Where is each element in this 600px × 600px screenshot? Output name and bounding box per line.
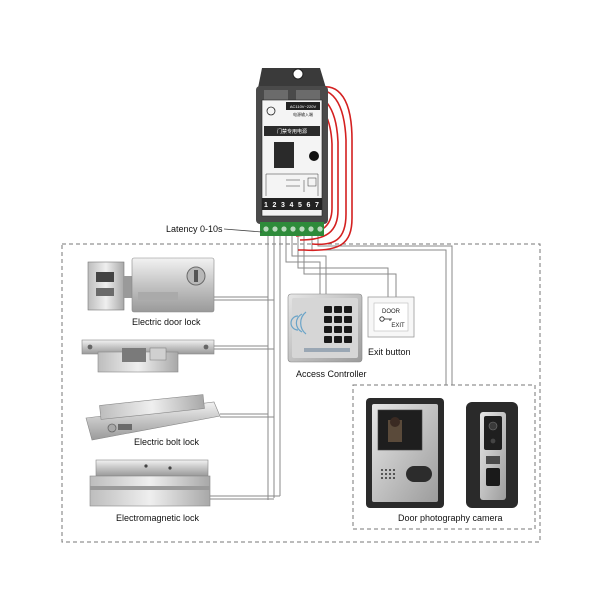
indoor-monitor-talk-button[interactable] [406, 466, 432, 482]
latency-label: Latency 0-10s [166, 224, 223, 234]
power-supply: AC110V~220V 电源输入端 门禁专用电源 1 2 3 4 5 6 7 [256, 68, 328, 236]
camera-boundary [352, 384, 536, 530]
electric-bolt-lock-label: Electric bolt lock [134, 437, 200, 447]
door-camera-label: Door photography camera [398, 513, 503, 523]
supply-display [274, 142, 294, 168]
svg-text:5: 5 [298, 202, 302, 209]
supply-logo [266, 106, 276, 116]
svg-text:7: 7 [315, 202, 319, 209]
electric-door-lock [87, 257, 215, 313]
camera-lens-icon [488, 421, 498, 431]
wiring-gray [208, 236, 453, 500]
electric-strike-lock [81, 339, 215, 373]
supply-input-label: 电源输入端 [293, 111, 313, 117]
outdoor-camera-unit [466, 402, 518, 508]
system-boundary [61, 243, 541, 543]
access-controller-label: Access Controller [296, 369, 367, 379]
electromagnetic-lock-label: Electromagnetic lock [116, 513, 200, 523]
exit-button-top-text: DOOR [382, 309, 401, 315]
supply-title-label: 门禁专用电源 [277, 128, 307, 135]
svg-text:2: 2 [273, 202, 277, 209]
electric-bolt-lock [85, 394, 221, 441]
exit-button-label: Exit button [368, 347, 411, 357]
indoor-monitor [366, 398, 444, 508]
svg-text:3: 3 [281, 202, 285, 209]
access-controller-keypad[interactable] [324, 306, 352, 343]
exit-button-bottom-text: EXIT [391, 323, 405, 329]
supply-terminal-numbers: 1 2 3 4 5 6 7 [262, 198, 322, 210]
access-controller [287, 293, 363, 363]
electromagnetic-lock [89, 459, 211, 507]
svg-text:6: 6 [307, 202, 311, 209]
svg-text:1: 1 [264, 202, 268, 209]
latency-pointer [223, 228, 263, 233]
camera-call-button[interactable] [486, 468, 500, 486]
key-icon [379, 316, 392, 322]
supply-adjust-knob[interactable] [309, 151, 319, 161]
exit-button: DOOR EXIT [367, 296, 415, 338]
electric-door-lock-label: Electric door lock [132, 317, 201, 327]
svg-text:4: 4 [290, 202, 294, 209]
supply-voltage-label: AC110V~220V [290, 104, 317, 109]
access-controller-rfid-zone [290, 311, 307, 335]
indoor-monitor-speaker-icon [381, 469, 395, 479]
